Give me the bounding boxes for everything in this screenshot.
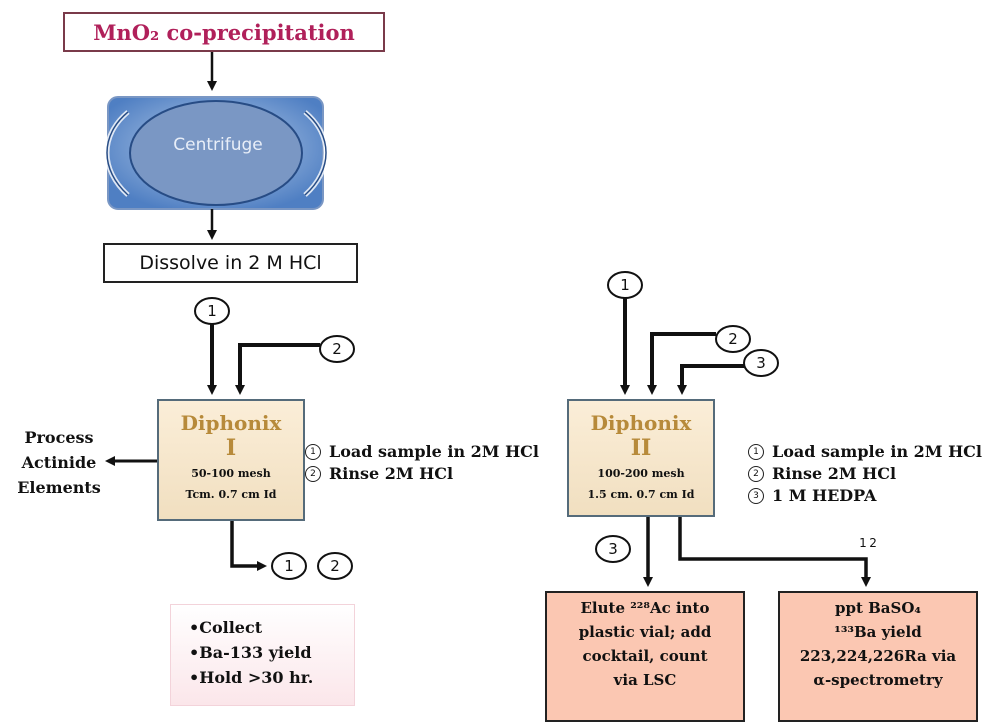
column-1-dims: Tcm. 0.7 cm Id: [159, 488, 303, 502]
column-1-numeral: I: [159, 435, 303, 461]
step-bullet: 3: [748, 488, 764, 504]
column-2-steps: 1 Load sample in 2M HCl 2 Rinse 2M HCl 3…: [748, 441, 982, 507]
title-text: MnO₂ co-precipitation: [93, 20, 355, 45]
diphonix-column-2: Diphonix II 100-200 mesh 1.5 cm. 0.7 cm …: [567, 399, 715, 517]
step-text: Load sample in 2M HCl: [329, 441, 539, 463]
elute-line-2: plastic vial; add: [547, 620, 743, 644]
step-number-2: 2: [319, 335, 355, 363]
ppt-line-3: 223,224,226Ra via: [780, 644, 976, 668]
collect-line-2: •Ba-133 yield: [189, 640, 354, 665]
elute-line-3: cocktail, count: [547, 644, 743, 668]
step-text: Rinse 2M HCl: [772, 463, 896, 485]
step-number-1-col2: 1: [607, 271, 643, 299]
elute-line-1: Elute ²²⁸Ac into: [547, 596, 743, 620]
step-number-1-out: 1: [271, 552, 307, 580]
process-line-3: Elements: [14, 475, 104, 500]
step-bullet: 2: [748, 466, 764, 482]
column-1-name: Diphonix: [159, 411, 303, 435]
column-2-mesh: 100-200 mesh: [569, 467, 713, 481]
step-number-3-out: 3: [595, 535, 631, 563]
step-bullet: 1: [748, 444, 764, 460]
ppt-baso4-box: ppt BaSO₄ ¹³³Ba yield 223,224,226Ra via …: [778, 591, 978, 722]
collect-line-3: •Hold >30 hr.: [189, 665, 354, 690]
process-actinide-label: Process Actinide Elements: [14, 425, 104, 500]
process-line-1: Process: [14, 425, 104, 450]
diphonix-column-1: Diphonix I 50-100 mesh Tcm. 0.7 cm Id: [157, 399, 305, 521]
step-number-1-2-out: 1 2: [846, 532, 890, 560]
step-text: Load sample in 2M HCl: [772, 441, 982, 463]
title-box: MnO₂ co-precipitation: [63, 12, 385, 52]
step-number-1: 1: [194, 297, 230, 325]
column-2-step-3: 3 1 M HEDPA: [748, 485, 982, 507]
step-text: 1 M HEDPA: [772, 485, 876, 507]
column-1-step-2: 2 Rinse 2M HCl: [305, 463, 539, 485]
column-2-step-2: 2 Rinse 2M HCl: [748, 463, 982, 485]
step-bullet: 1: [305, 444, 321, 460]
step-number-2-out: 2: [317, 552, 353, 580]
ppt-line-1: ppt BaSO₄: [780, 596, 976, 620]
elute-line-4: via LSC: [547, 668, 743, 692]
elute-ac-box: Elute ²²⁸Ac into plastic vial; add cockt…: [545, 591, 745, 722]
column-2-step-1: 1 Load sample in 2M HCl: [748, 441, 982, 463]
centrifuge-label: Centrifuge: [148, 135, 288, 155]
step-text: Rinse 2M HCl: [329, 463, 453, 485]
collect-note-box: •Collect •Ba-133 yield •Hold >30 hr.: [170, 604, 355, 706]
column-1-steps: 1 Load sample in 2M HCl 2 Rinse 2M HCl: [305, 441, 539, 485]
step-bullet: 2: [305, 466, 321, 482]
column-2-name: Diphonix: [569, 411, 713, 435]
column-2-dims: 1.5 cm. 0.7 cm Id: [569, 488, 713, 502]
column-1-mesh: 50-100 mesh: [159, 467, 303, 481]
column-1-step-1: 1 Load sample in 2M HCl: [305, 441, 539, 463]
ppt-line-2: ¹³³Ba yield: [780, 620, 976, 644]
ppt-line-4: α-spectrometry: [780, 668, 976, 692]
dissolve-box: Dissolve in 2 M HCl: [103, 243, 358, 283]
column-2-numeral: II: [569, 435, 713, 461]
process-line-2: Actinide: [14, 450, 104, 475]
dissolve-text: Dissolve in 2 M HCl: [139, 252, 321, 274]
step-number-3-col2: 3: [743, 349, 779, 377]
collect-line-1: •Collect: [189, 615, 354, 640]
